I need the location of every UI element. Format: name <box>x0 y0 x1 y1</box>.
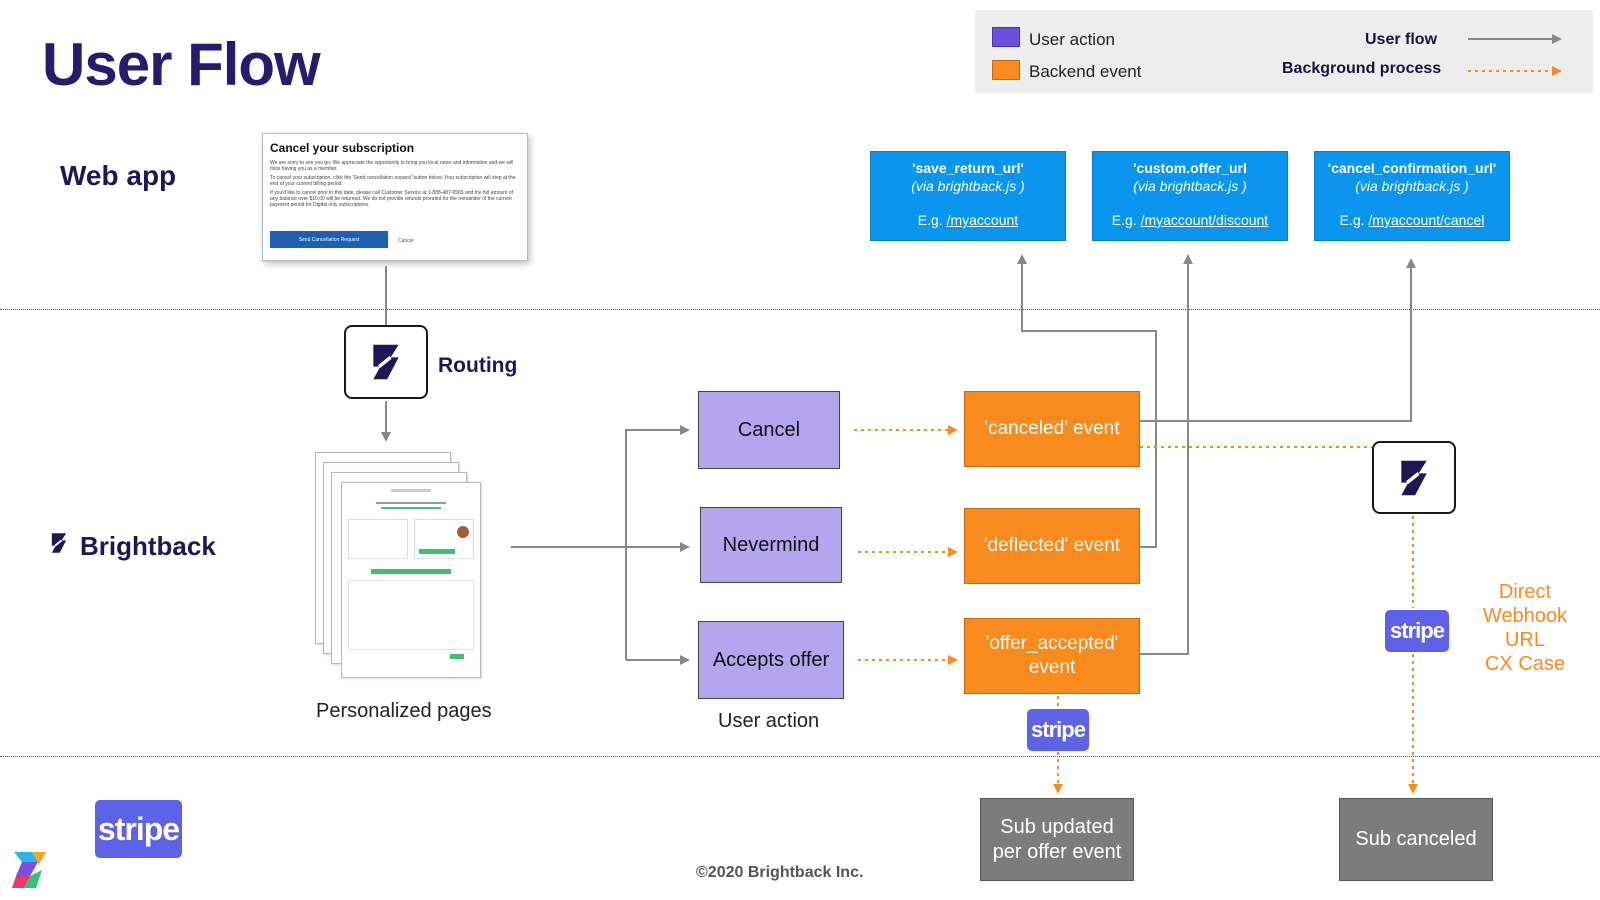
direct-webhook-label: Direct Webhook URL CX Case <box>1470 580 1580 676</box>
legend-user-action-swatch <box>992 27 1020 47</box>
sub-updated-line-2: per offer event <box>992 840 1122 863</box>
canceled-to-cancel-url-arrow <box>1140 258 1416 422</box>
lane-label-brightback: Brightback <box>80 531 216 561</box>
routing-brightback-icon <box>344 325 428 399</box>
url-box-save-return: 'save_return_url' (via brightback.js ) E… <box>870 151 1066 241</box>
sub-canceled-box: Sub canceled <box>1339 798 1493 881</box>
legend-backend-event-swatch <box>992 60 1020 80</box>
url-example-prefix: E.g. <box>1339 212 1369 228</box>
legend-user-flow-label: User flow <box>1365 31 1438 48</box>
dialog-cancel-link[interactable]: Cancel <box>398 238 414 244</box>
url-box-cancel-confirmation: 'cancel_confirmation_url' (via brightbac… <box>1314 151 1510 241</box>
url-via: (via brightback.js ) <box>911 178 1025 194</box>
url-via: (via brightback.js ) <box>1355 178 1469 194</box>
backend-event-deflected: 'deflected' event <box>964 508 1140 584</box>
url-box-custom-offer: 'custom.offer_url (via brightback.js ) E… <box>1092 151 1288 241</box>
direct-webhook-line-2: Webhook <box>1482 605 1568 627</box>
lane-label-web-app: Web app <box>60 160 177 191</box>
url-key: 'custom.offer_url <box>1133 160 1247 176</box>
lane-label-stripe: stripe <box>95 800 182 858</box>
brightback-logo-icon <box>46 530 72 561</box>
url-example: /myaccount <box>946 212 1019 228</box>
webhook-brightback-icon <box>1372 441 1456 514</box>
legend-background-process-label: Background process <box>1282 60 1442 77</box>
event-label-line-2: event <box>1028 657 1076 678</box>
dialog-text-2: To cancel your subscription, click the '… <box>270 175 516 187</box>
user-action-cancel: Cancel <box>698 391 840 469</box>
url-example: /myaccount/discount <box>1140 212 1269 228</box>
personalized-pages-label: Personalized pages <box>316 700 492 722</box>
offer-accepted-to-offer-url-arrow <box>1140 254 1193 655</box>
dialog-text-1: We are sorry to see you go. We appreciat… <box>270 160 514 172</box>
user-action-nevermind: Nevermind <box>700 507 842 583</box>
brightback-color-logo-icon <box>8 848 52 897</box>
copyright: ©2020 Brightback Inc. <box>696 864 864 881</box>
backend-event-canceled: 'canceled' event <box>964 391 1140 467</box>
stripe-badge-webhook: stripe <box>1385 610 1449 652</box>
dialog-heading: Cancel your subscription <box>270 141 415 155</box>
dialog-text-3: If you'd like to cancel prior to this da… <box>270 190 514 208</box>
url-key: 'cancel_confirmation_url' <box>1327 160 1497 176</box>
pages-to-cancel-arrow <box>625 425 690 660</box>
lane-divider-top <box>0 309 1600 310</box>
page-thumbnail-front <box>341 482 481 678</box>
url-example-prefix: E.g. <box>917 212 947 228</box>
direct-webhook-line-1: Direct <box>1498 581 1552 603</box>
url-example: /myaccount/cancel <box>1368 212 1485 228</box>
event-label-line-1: 'offer_accepted' <box>985 633 1119 654</box>
user-action-caption: User action <box>718 710 820 732</box>
send-cancellation-request-button[interactable]: Send Cancellation Request <box>270 231 388 248</box>
cancel-subscription-dialog: Cancel your subscription We are sorry to… <box>262 133 528 261</box>
lane-divider-bottom <box>0 756 1600 757</box>
url-example-prefix: E.g. <box>1111 212 1141 228</box>
url-key: 'save_return_url' <box>912 160 1024 176</box>
sub-updated-box: Sub updated per offer event <box>980 798 1134 881</box>
user-action-accepts-offer: Accepts offer <box>698 621 844 699</box>
page-title: User Flow <box>42 31 321 98</box>
sub-updated-line-1: Sub updated <box>1000 815 1114 838</box>
url-via: (via brightback.js ) <box>1133 178 1247 194</box>
direct-webhook-line-3: URL <box>1504 629 1545 651</box>
personalized-pages-stack <box>315 452 495 682</box>
direct-webhook-line-4: CX Case <box>1484 653 1566 675</box>
legend-user-action-label: User action <box>1029 30 1115 49</box>
backend-event-offer-accepted: 'offer_accepted' event <box>964 618 1140 694</box>
routing-label: Routing <box>438 354 518 377</box>
legend-backend-event-label: Backend event <box>1029 62 1142 81</box>
stripe-badge-offer: stripe <box>1027 709 1089 751</box>
legend: User action Backend event User flow Back… <box>975 10 1593 93</box>
